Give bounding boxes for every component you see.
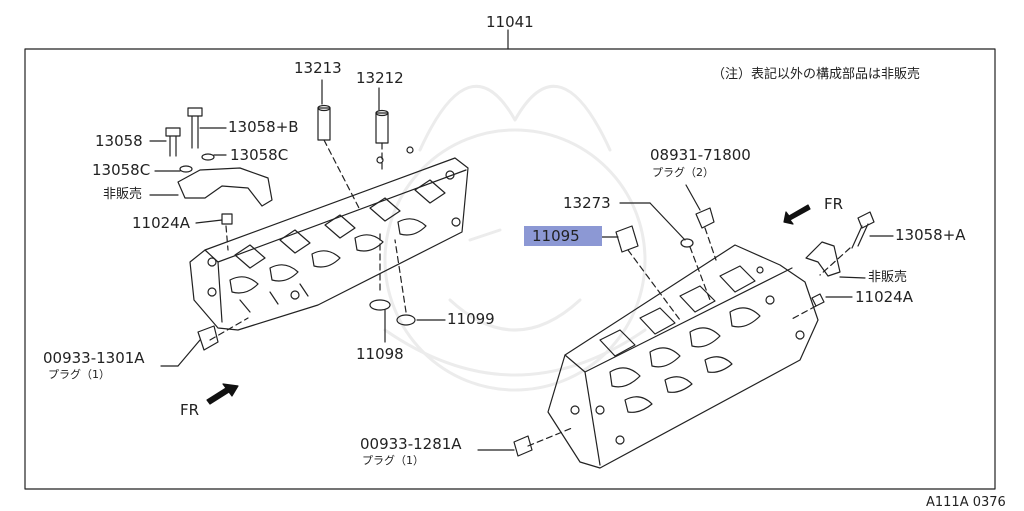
callout-13058-b[interactable]: 13058+B	[228, 118, 299, 136]
callout-11024a-right[interactable]: 11024A	[855, 288, 913, 306]
plug-top-name: プラグ（2）	[652, 166, 714, 179]
fr-label-left: FR	[180, 401, 200, 419]
plug-left-name: プラグ（1）	[48, 368, 110, 381]
left-cylinder-head	[189, 146, 469, 331]
watermark-emblem	[383, 84, 647, 392]
callout-11098[interactable]: 11098	[356, 345, 404, 363]
not-for-sale-label: 非販売	[103, 187, 143, 202]
callout-13273[interactable]: 13273	[563, 194, 611, 212]
figure-code: A111A 0376	[926, 495, 1006, 510]
right-cylinder-head	[547, 244, 819, 469]
fr-arrow-icon	[783, 204, 811, 225]
callout-11099[interactable]: 11099	[447, 310, 495, 328]
callout-13058[interactable]: 13058	[95, 132, 143, 150]
not-for-sale-label-right: 非販売	[868, 270, 908, 285]
callout-13213[interactable]: 13213	[294, 59, 342, 77]
callout-plug-bottom[interactable]: 00933-1281A	[360, 435, 462, 453]
fr-label-right: FR	[824, 195, 844, 213]
callout-08931-71800[interactable]: 08931-71800	[650, 146, 751, 164]
callout-11095-highlighted[interactable]: 11095	[524, 226, 602, 246]
callout-11024a-left[interactable]: 11024A	[132, 214, 190, 232]
small-parts	[165, 104, 875, 457]
callout-13058-a[interactable]: 13058+A	[895, 226, 966, 244]
leader-lines	[149, 79, 894, 451]
callout-13058c-left[interactable]: 13058C	[92, 161, 151, 179]
callout-13212[interactable]: 13212	[356, 69, 404, 87]
plug-bottom-name: プラグ（1）	[362, 454, 424, 467]
note-text: （注）表記以外の構成部品は非販売	[712, 67, 921, 82]
callout-13058c-right[interactable]: 13058C	[230, 146, 289, 164]
fr-arrow-icon	[206, 383, 239, 405]
callout-plug-left[interactable]: 00933-1301A	[43, 349, 145, 367]
diagram-frame	[24, 48, 996, 490]
assembly-number: 11041	[486, 13, 534, 31]
